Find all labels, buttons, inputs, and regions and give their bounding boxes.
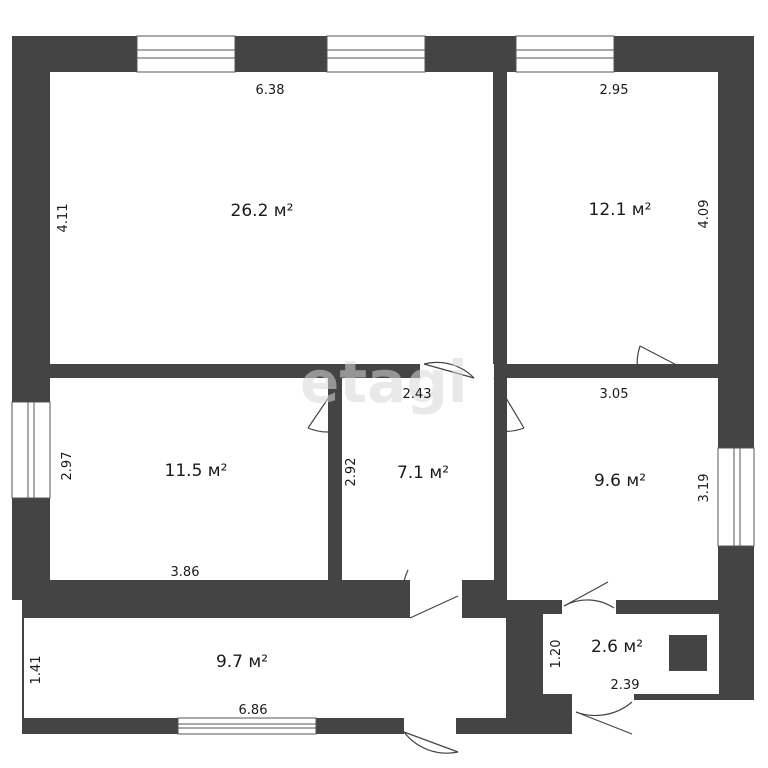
window-bottom: [177, 717, 317, 735]
watermark-logo: etagi: [300, 348, 468, 416]
room-7-width: 2.39: [611, 678, 640, 693]
room-living: [50, 72, 493, 364]
labels: 6.38 26.2 м² 4.11 2.95 12.1 м² 4.09 3.86…: [29, 83, 712, 718]
room-7-area: 2.6 м²: [591, 637, 643, 657]
stove-fixture: [669, 635, 707, 671]
window-top-1: [136, 35, 236, 73]
window-right: [717, 447, 755, 547]
room-1-width: 6.38: [256, 83, 285, 98]
room-hall: [342, 378, 494, 580]
window-top-2: [326, 35, 426, 73]
room-2-width: 2.95: [600, 83, 629, 98]
room-5-width: 3.05: [600, 387, 629, 402]
window-top-3: [515, 35, 615, 73]
room-1-area: 26.2 м²: [231, 201, 294, 221]
window-left: [11, 401, 51, 499]
room-6-area: 9.7 м²: [216, 652, 268, 672]
door-living: [423, 361, 475, 379]
door-left-room: [307, 377, 343, 433]
exterior-notch-left: [12, 600, 22, 734]
room-5-height: 3.19: [697, 474, 712, 503]
room-2-area: 12.1 м²: [589, 200, 652, 220]
opening-hall-bottom: [410, 580, 462, 618]
opening-entrance: [404, 718, 456, 734]
room-6-height: 1.41: [29, 656, 44, 685]
door-hall-bottom: [402, 569, 459, 619]
room-3-width: 3.86: [171, 565, 200, 580]
windows: [11, 35, 755, 735]
room-3-height: 2.97: [60, 452, 75, 481]
opening-bath-top: [562, 600, 616, 614]
exterior-notch: [634, 700, 754, 734]
room-bedroom: [507, 72, 718, 364]
room-4-width: 2.43: [403, 387, 432, 402]
door-bedroom: [636, 345, 691, 373]
doors: [307, 345, 691, 754]
room-1-height: 4.11: [56, 204, 71, 233]
room-7-height: 1.20: [549, 640, 564, 669]
room-6-width: 6.86: [239, 703, 268, 718]
door-bath-bottom: [575, 701, 633, 735]
room-4-height: 2.92: [344, 458, 359, 487]
room-5-area: 9.6 м²: [594, 471, 646, 491]
room-4-area: 7.1 м²: [397, 463, 449, 483]
door-entrance: [403, 731, 459, 754]
rooms: [24, 72, 719, 734]
door-hall-right: [493, 377, 525, 432]
room-right: [507, 378, 718, 600]
door-bath-top: [563, 581, 615, 609]
room-2-height: 4.09: [697, 200, 712, 229]
room-3-area: 11.5 м²: [165, 461, 228, 481]
room-corridor: [24, 618, 506, 718]
room-left: [50, 378, 328, 580]
